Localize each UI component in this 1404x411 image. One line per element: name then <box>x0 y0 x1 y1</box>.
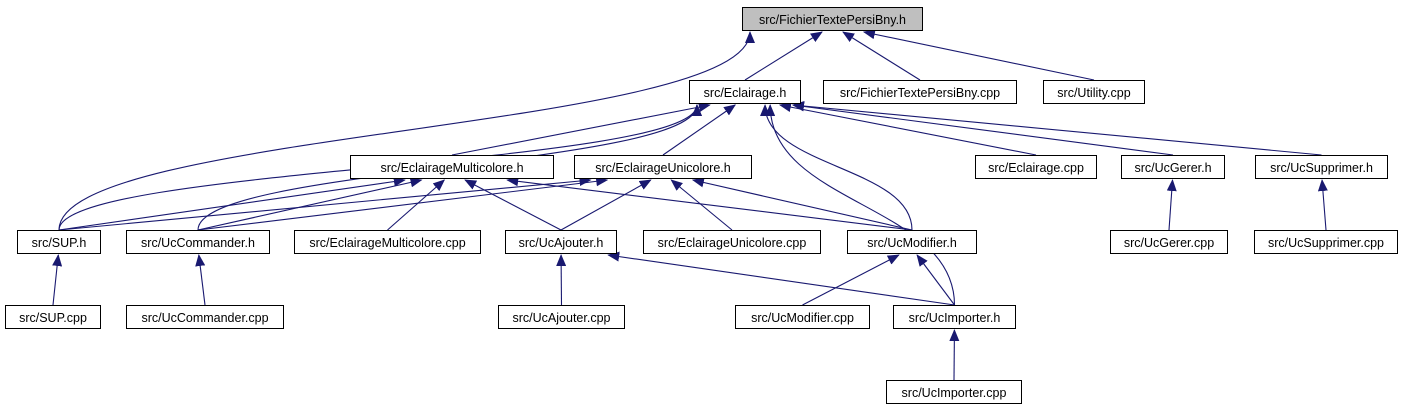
edge-modh-to-emh <box>506 176 913 231</box>
edge-cmdcpp-to-cmdh <box>195 254 206 306</box>
edge-ftpcpp-to-root <box>842 31 921 81</box>
graph-node-cmdh[interactable]: src/UcCommander.h <box>126 230 270 254</box>
graph-node-eclcpp[interactable]: src/Eclairage.cpp <box>975 155 1097 179</box>
graph-node-imph[interactable]: src/UcImporter.h <box>893 305 1016 329</box>
graph-node-modcpp[interactable]: src/UcModifier.cpp <box>735 305 870 329</box>
graph-node-eucpp[interactable]: src/EclairageUnicolore.cpp <box>643 230 821 254</box>
edge-suph-to-ecl <box>792 101 1322 156</box>
graph-node-SUPcpp[interactable]: src/SUP.cpp <box>5 305 101 329</box>
edge-modh-to-euh <box>691 177 913 231</box>
edge-SUPcpp-to-SUPh <box>52 254 63 306</box>
graph-node-modh[interactable]: src/UcModifier.h <box>847 230 977 254</box>
edge-supcpp-to-suph <box>1317 179 1328 231</box>
graph-node-util[interactable]: src/Utility.cpp <box>1043 80 1145 104</box>
graph-node-ajcpp[interactable]: src/UcAjouter.cpp <box>498 305 625 329</box>
edge-ecl-to-root <box>744 31 823 81</box>
edge-gercpp-to-gerh <box>1166 179 1177 231</box>
edge-SUPh-to-root <box>58 31 755 231</box>
edge-emh-to-ecl <box>451 102 711 156</box>
edge-SUPh-to-euh <box>58 176 592 231</box>
edge-imph-to-ajh <box>607 251 955 306</box>
graph-node-impcpp[interactable]: src/UcImporter.cpp <box>886 380 1022 404</box>
edge-modh-to-ecl <box>760 104 913 231</box>
edge-imph-to-ecl <box>765 104 956 306</box>
edge-cmdh-to-euh <box>197 176 609 231</box>
edge-imph-to-modh <box>916 254 955 306</box>
edge-SUPh-to-emh <box>58 176 406 231</box>
edge-ajh-to-euh <box>560 179 652 231</box>
graph-node-suph[interactable]: src/UcSupprimer.h <box>1255 155 1388 179</box>
edge-euh-to-ecl <box>662 104 736 156</box>
graph-node-root: src/FichierTextePersiBny.h <box>742 7 923 31</box>
edge-eucpp-to-euh <box>670 179 733 231</box>
graph-node-supcpp[interactable]: src/UcSupprimer.cpp <box>1254 230 1398 254</box>
graph-node-emcpp[interactable]: src/EclairageMulticolore.cpp <box>294 230 481 254</box>
graph-node-euh[interactable]: src/EclairageUnicolore.h <box>574 155 752 179</box>
graph-node-gerh[interactable]: src/UcGerer.h <box>1121 155 1225 179</box>
graph-node-ajh[interactable]: src/UcAjouter.h <box>505 230 617 254</box>
edge-ajh-to-emh <box>464 179 562 231</box>
graph-node-emh[interactable]: src/EclairageMulticolore.h <box>350 155 554 179</box>
edge-eclcpp-to-ecl <box>778 102 1037 156</box>
edge-util-to-root <box>862 29 1095 81</box>
graph-node-SUPh[interactable]: src/SUP.h <box>17 230 101 254</box>
edge-emcpp-to-emh <box>387 179 446 231</box>
graph-node-ftpcpp[interactable]: src/FichierTextePersiBny.cpp <box>823 80 1017 104</box>
edge-cmdh-to-emh <box>197 177 423 231</box>
graph-node-gercpp[interactable]: src/UcGerer.cpp <box>1110 230 1228 254</box>
edge-gerh-to-ecl <box>792 101 1174 156</box>
graph-node-ecl[interactable]: src/Eclairage.h <box>689 80 801 104</box>
edge-modcpp-to-modh <box>802 254 900 306</box>
graph-node-cmdcpp[interactable]: src/UcCommander.cpp <box>126 305 284 329</box>
